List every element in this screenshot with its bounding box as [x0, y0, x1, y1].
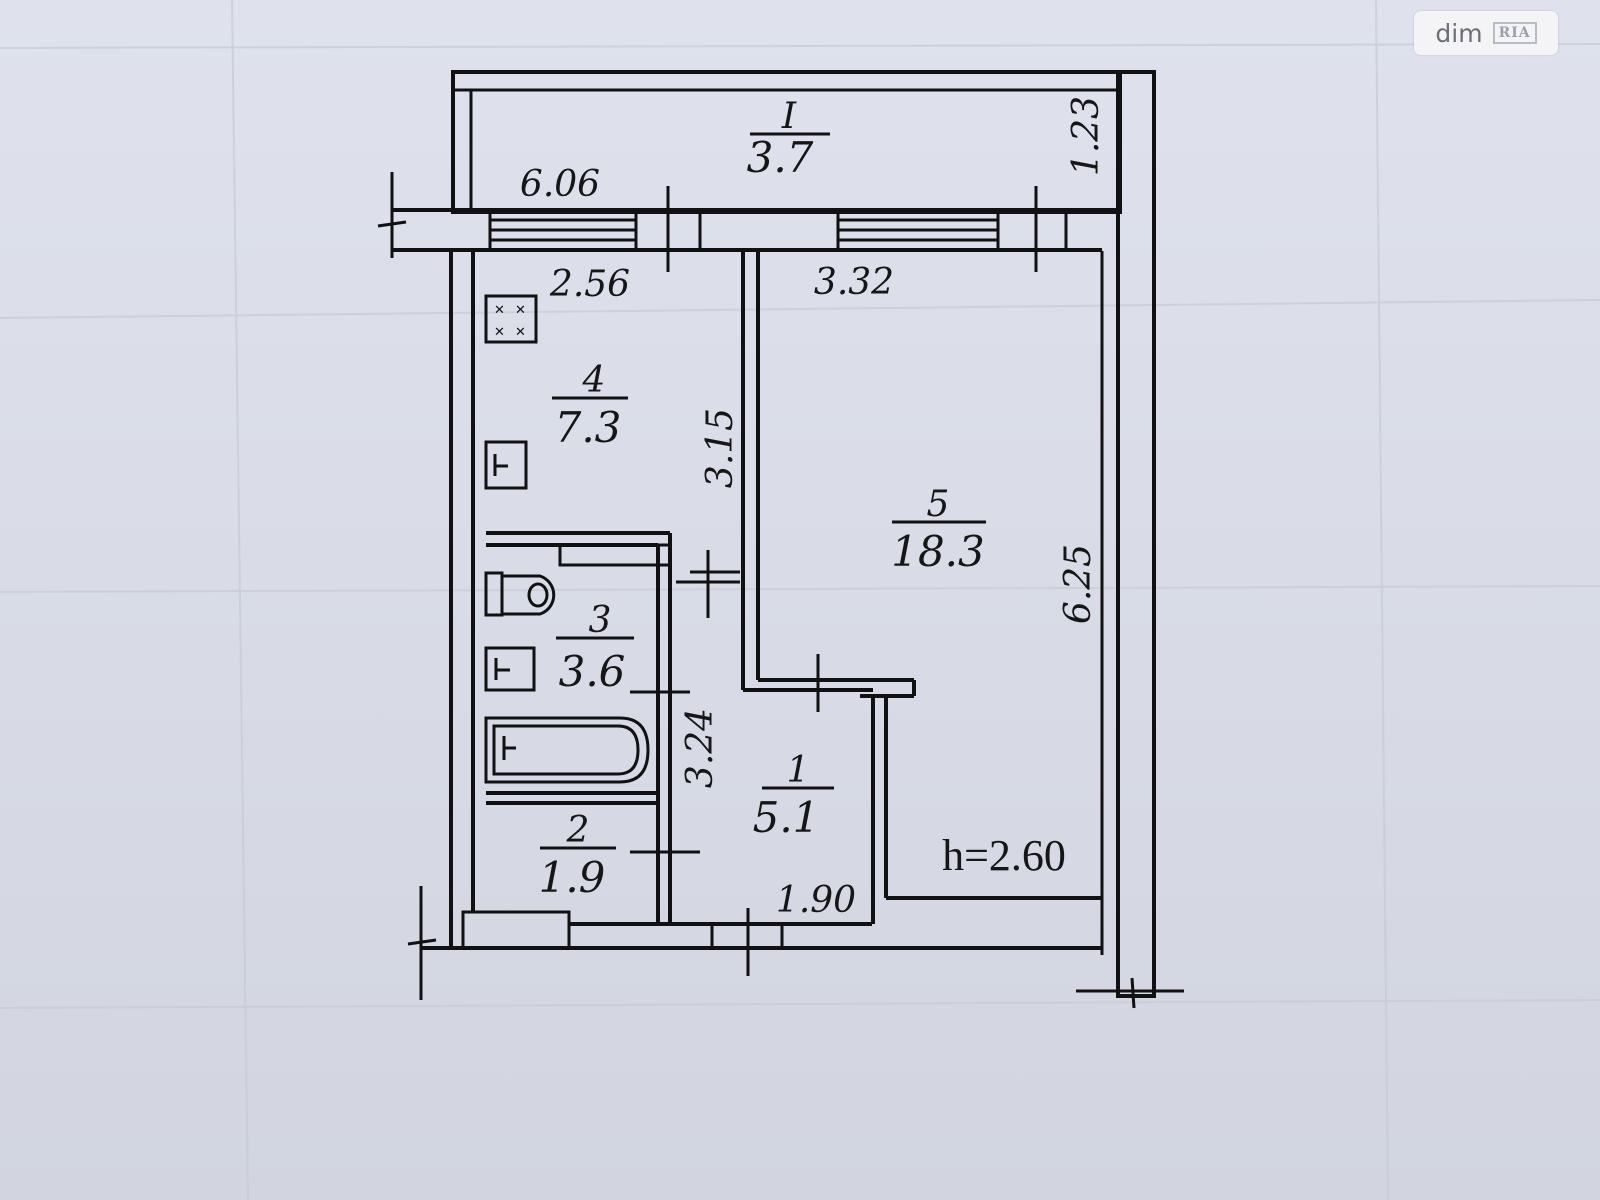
room-number-3: 3 [589, 600, 612, 641]
room-area-1: 5.1 [753, 793, 820, 842]
dim-hall-width: 1.90 [776, 880, 856, 921]
bathroom-sink-icon [484, 646, 536, 692]
dim-bath-length: 3.24 [680, 708, 721, 788]
room-area-I: 3.7 [747, 133, 814, 182]
stove-icon: ✕ ✕ ✕ ✕ [484, 294, 538, 344]
room-area-2: 1.9 [539, 853, 606, 902]
room-number-2: 2 [566, 810, 590, 851]
dim-living-length: 6.25 [1058, 544, 1099, 624]
room-area-4: 7.3 [555, 403, 622, 452]
svg-text:✕: ✕ [494, 303, 505, 318]
room-area-3: 3.6 [559, 647, 626, 696]
toilet-icon [484, 571, 556, 617]
room-number-4: 4 [582, 360, 606, 401]
dim-ria-watermark: dim RIA [1414, 11, 1558, 55]
kitchen-sink-icon [484, 440, 528, 490]
dim-balcony-depth: 1.23 [1066, 96, 1107, 176]
window-wall [377, 172, 1118, 258]
svg-text:✕: ✕ [515, 303, 526, 318]
room-labels: I 3.7 1 5.1 2 1.9 3 3.6 4 7.3 5 18.3 [539, 96, 986, 902]
svg-text:✕: ✕ [515, 325, 526, 340]
room-number-5: 5 [927, 484, 950, 525]
ria-logo: RIA [1492, 22, 1537, 44]
left-outer-wall [449, 250, 475, 948]
svg-text:✕: ✕ [494, 325, 505, 340]
room-area-5: 18.3 [891, 527, 985, 576]
room-number-I: I [781, 96, 797, 137]
dim-balcony-length: 6.06 [520, 164, 600, 205]
right-outer-wall [1100, 70, 1156, 998]
watermark-text: dim [1435, 18, 1483, 48]
dim-kitchen-width: 2.56 [549, 264, 630, 305]
dim-kitchen-length: 3.15 [700, 408, 741, 488]
dim-living-width: 3.32 [814, 262, 894, 303]
bathroom-block [486, 531, 750, 976]
room-number-1: 1 [787, 750, 810, 791]
ceiling-height-label: h=2.60 [942, 831, 1066, 880]
bathtub-icon [484, 716, 650, 784]
dimension-labels: 6.06 1.23 2.56 3.32 3.15 6.25 3.24 1.90 [520, 96, 1107, 921]
dimension-ticks [666, 186, 1038, 272]
kitchen-living-partition [676, 252, 1102, 924]
